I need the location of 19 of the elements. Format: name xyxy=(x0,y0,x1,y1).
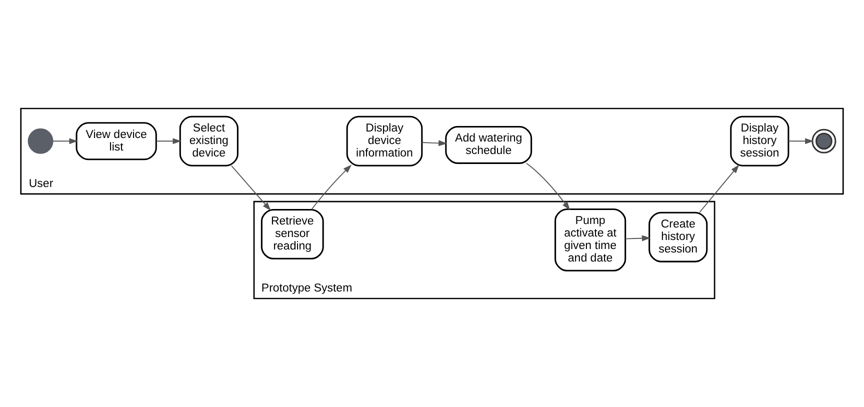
arrow xyxy=(422,140,448,146)
arrow xyxy=(526,162,570,210)
arrow xyxy=(624,235,651,242)
node-circle xyxy=(28,128,54,154)
node-box: Create history session xyxy=(648,212,708,262)
arrow xyxy=(788,138,814,144)
arrow xyxy=(699,164,740,213)
node-box: Display device information xyxy=(346,116,423,166)
arrow xyxy=(231,165,271,211)
node-box: Retrieve sensor reading xyxy=(260,208,324,260)
node-box: Select existing device xyxy=(179,116,238,166)
node-box: Pump activate at given time and date xyxy=(554,208,626,272)
arrow xyxy=(156,138,182,144)
node-box: Add watering schedule xyxy=(445,126,532,164)
node-box: Display history session xyxy=(730,116,790,166)
arrow xyxy=(52,138,78,144)
node-circle xyxy=(812,128,836,154)
arrow xyxy=(311,164,352,210)
node-box: View device list xyxy=(76,122,157,160)
